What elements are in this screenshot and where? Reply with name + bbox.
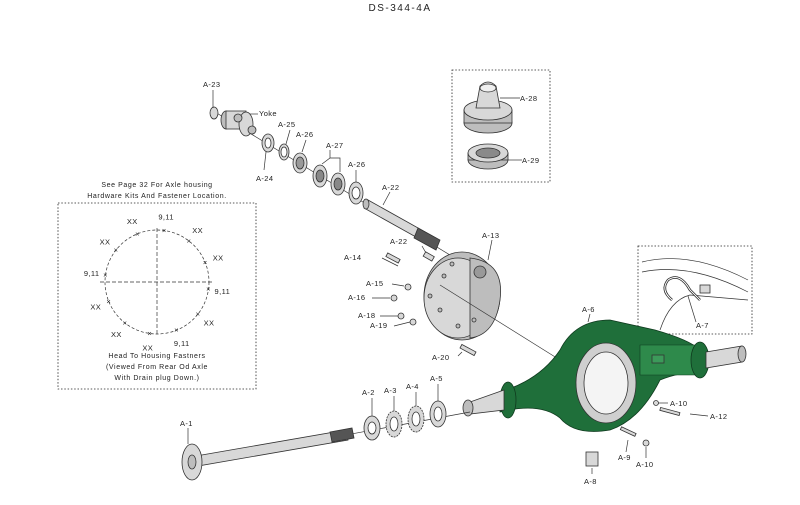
bearing-a27-pair (312, 164, 346, 196)
inset-border (451, 69, 551, 183)
label-a3: A-3 (384, 386, 397, 395)
inset-a7: A-7 (637, 245, 753, 335)
label-a13: A-13 (482, 231, 499, 240)
label-a6: A-6 (582, 305, 595, 314)
differential-carrier (423, 251, 561, 361)
label-a10-1: A-10 (670, 399, 687, 408)
label-a20: A-20 (432, 353, 449, 362)
doc-number: DS-344-4A (369, 3, 432, 14)
bolt-hole-mark: × (174, 326, 179, 335)
bolt-hole-mark: × (103, 270, 108, 279)
bolt-label: 9,11 (174, 339, 190, 348)
label-a5: A-5 (430, 374, 443, 383)
pinion-shaft (362, 198, 441, 251)
label-a16: A-16 (348, 293, 365, 302)
pinion-bearing-cone (463, 81, 513, 134)
inset-a7-border (637, 245, 753, 335)
label-a26-1: A-26 (296, 130, 313, 139)
note-line-2: Hardware Kits And Fastener Location. (87, 193, 227, 200)
bolt-label: XX (142, 343, 153, 352)
inset-a28-a29: A-28 A-29 (451, 69, 551, 183)
label-a12: A-12 (710, 412, 727, 421)
bolt-label: 9,11 (215, 287, 231, 296)
bolt-hole-mark: × (123, 318, 128, 327)
yoke-label: Yoke (259, 109, 277, 118)
label-a22-1: A-22 (382, 183, 399, 192)
carrier-fasteners: A-14 A-15 A-16 A-18 A-19 A-20 (344, 252, 477, 362)
yoke (220, 110, 257, 137)
label-a14: A-14 (344, 253, 361, 262)
label-a15: A-15 (366, 279, 383, 288)
label-a28: A-28 (520, 94, 537, 103)
note-line-1: See Page 32 For Axle housing (101, 182, 212, 189)
bolt-hole-mark: × (147, 329, 152, 338)
label-a18: A-18 (358, 311, 375, 320)
bolt-label: XX (192, 226, 203, 235)
bolt-label: XX (90, 303, 101, 312)
wheel-end-parts: A-2 A-3 A-4 A-5 (362, 374, 447, 441)
yoke-nut (209, 106, 219, 120)
label-a27: A-27 (326, 141, 343, 150)
label-a7: A-7 (696, 321, 709, 330)
bolt-hole-mark: × (135, 229, 140, 238)
label-a29: A-29 (522, 156, 539, 165)
bolt-label: XX (100, 237, 111, 246)
bolt-label: XX (213, 253, 224, 262)
label-a26-2: A-26 (348, 160, 365, 169)
bolt-label: XX (127, 217, 138, 226)
drain-plug (585, 451, 599, 467)
axle-shaft (181, 411, 471, 481)
bolt-hole-mark: × (106, 297, 111, 306)
axle-housing (462, 319, 747, 432)
bolt-label-group: ×9,11×XX×XX×9,11×XX×9,11×XX×XX×XX×9,11×X… (84, 213, 230, 353)
label-a23: A-23 (203, 80, 220, 89)
label-a8: A-8 (584, 477, 597, 486)
label-a25: A-25 (278, 120, 295, 129)
bolt-label: XX (204, 319, 215, 328)
caption-line-2: (Viewed From Rear Od Axle (106, 364, 208, 371)
bolt-hole-mark: × (114, 245, 119, 254)
bolt-label: 9,11 (84, 269, 100, 278)
pinion-assembly: A-23 Yoke A-24 A-25 A-26 (203, 80, 451, 256)
label-a10-2: A-10 (636, 460, 653, 469)
bolt-hole-mark: × (196, 310, 201, 319)
bolt-label: XX (111, 330, 122, 339)
fastener-pattern-inset: See Page 32 For Axle housing Hardware Ki… (57, 182, 257, 390)
label-a19: A-19 (370, 321, 387, 330)
bolt-hole-mark: × (162, 226, 167, 235)
bolt-label: 9,11 (158, 213, 174, 222)
caption-line-1: Head To Housing Fastners (108, 353, 205, 360)
label-a2: A-2 (362, 388, 375, 397)
bolt-hole-mark: × (206, 285, 211, 294)
bolt-hole-mark: × (187, 237, 192, 246)
caption-line-3: With Drain plug Down.) (114, 375, 199, 382)
label-a1: A-1 (180, 419, 193, 428)
label-a9: A-9 (618, 453, 631, 462)
label-a4: A-4 (406, 382, 419, 391)
housing-hardware: A-10 A-12 A-9 A-10 A-8 (584, 399, 727, 486)
bearing-cup (467, 143, 509, 170)
label-a24: A-24 (256, 174, 273, 183)
label-a22-2: A-22 (390, 237, 407, 246)
pattern-border (57, 202, 257, 390)
bolt-hole-mark: × (203, 258, 208, 267)
